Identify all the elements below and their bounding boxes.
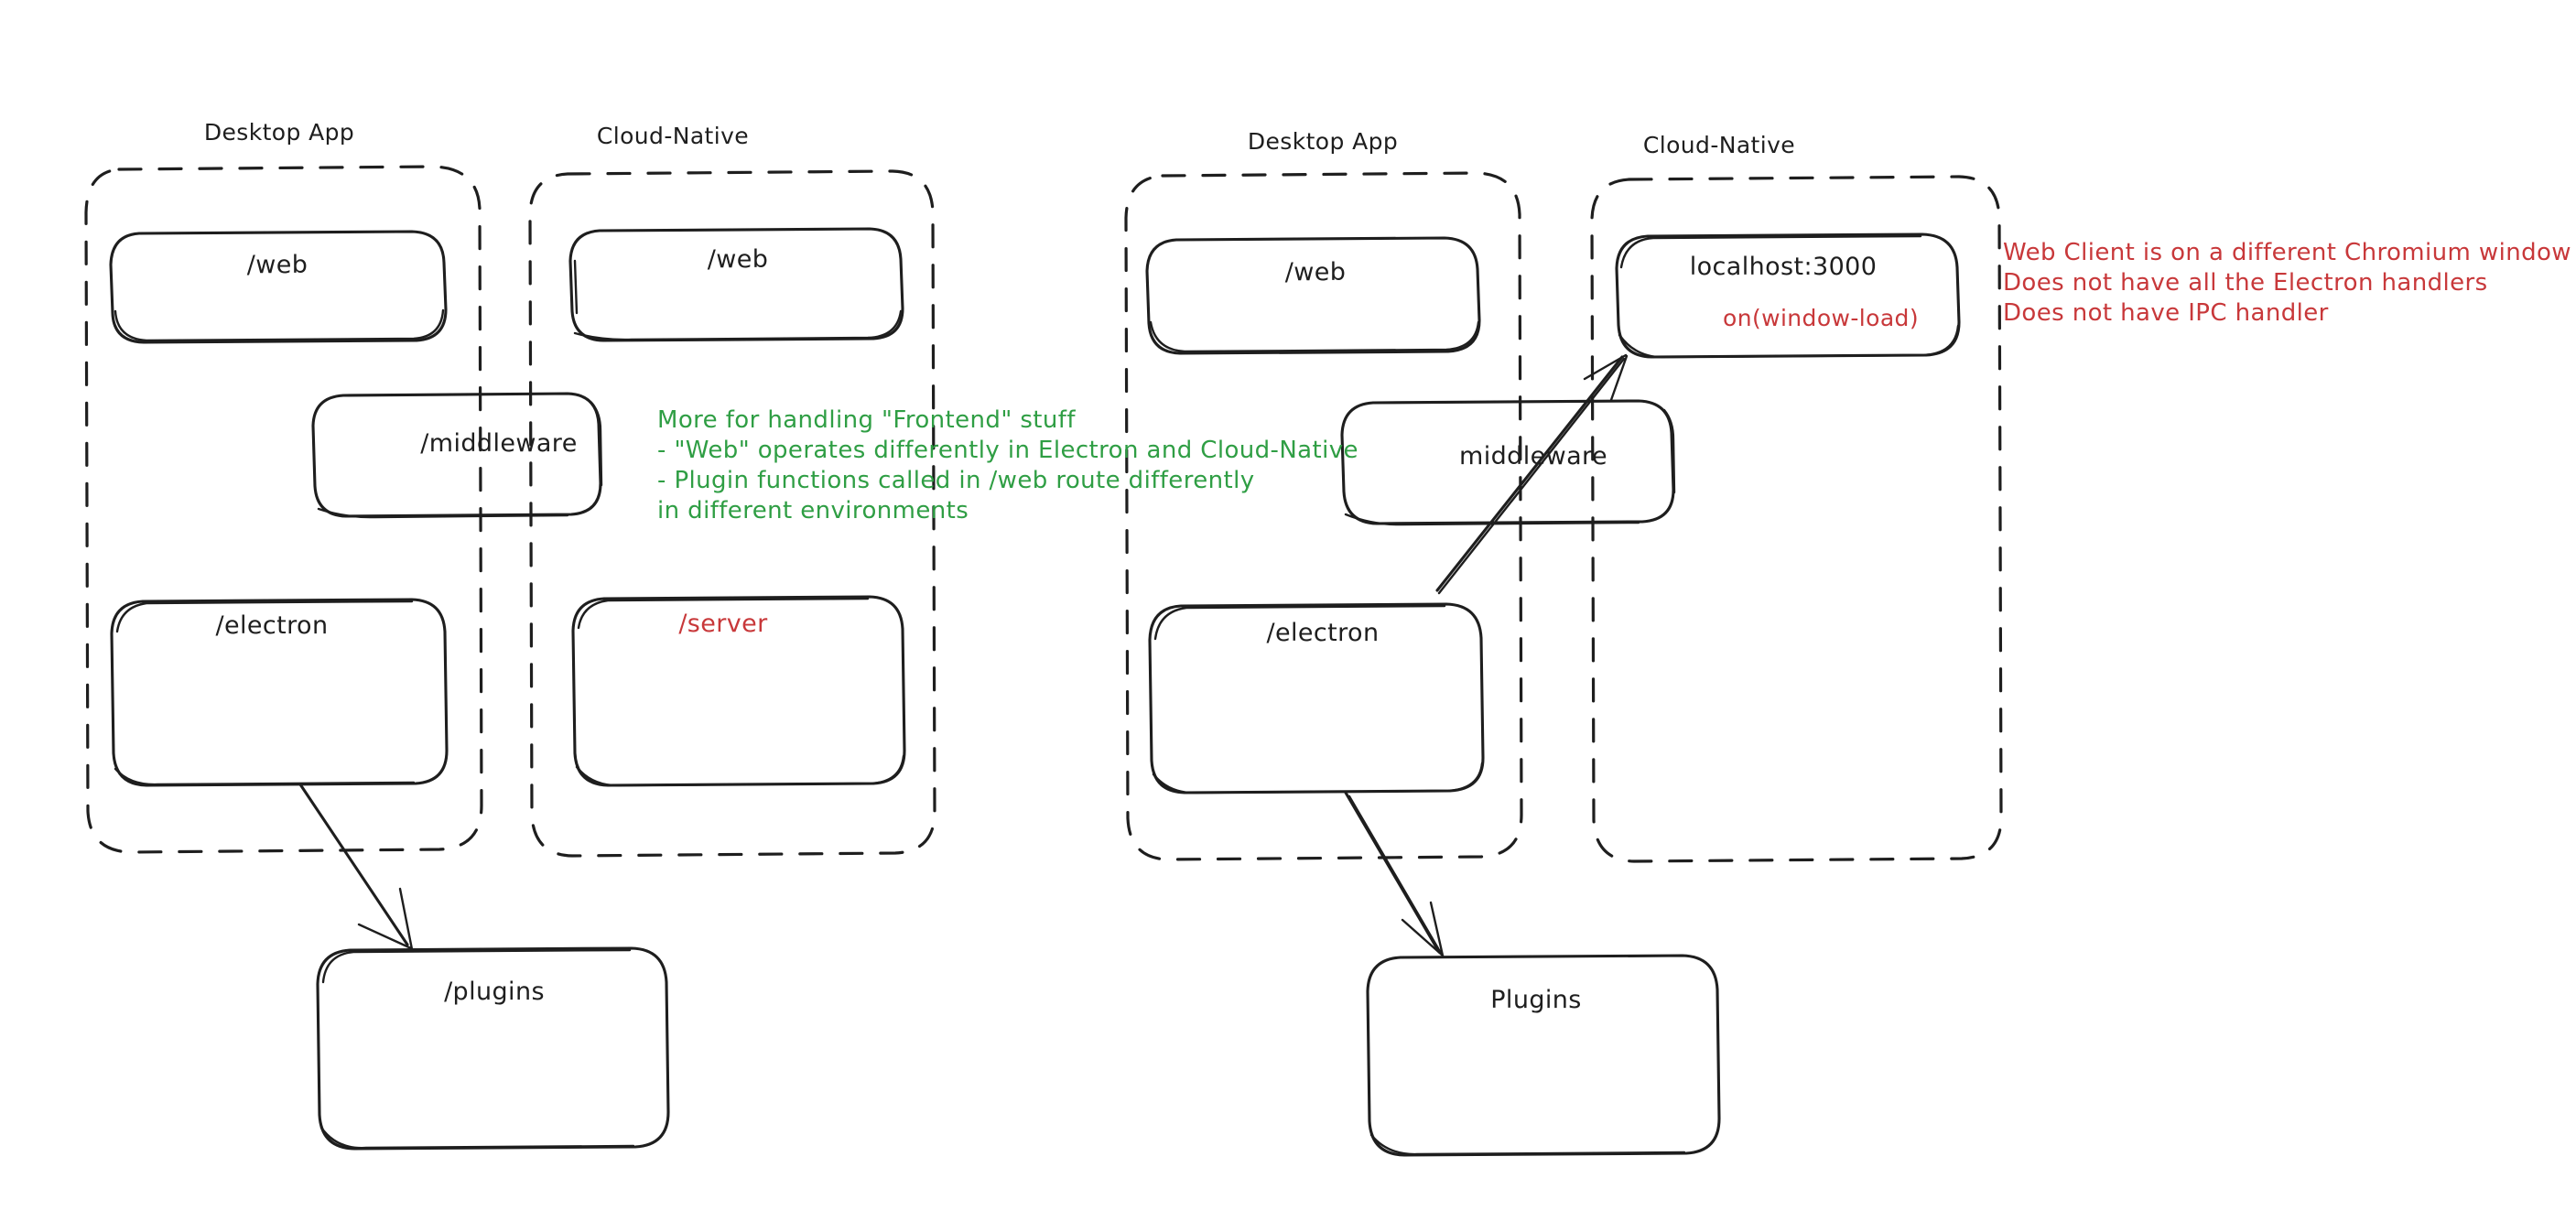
group-left-cloud-native [528, 169, 936, 858]
node-label-left-server: /server [678, 610, 768, 638]
group-title-right-cloud-native: Cloud-Native [1642, 132, 1796, 158]
node-left-server [571, 595, 906, 787]
node-right-middleware [1340, 399, 1676, 526]
group-title-left-desktop-app: Desktop App [203, 119, 355, 146]
node-label-left-middleware: /middleware [420, 429, 578, 458]
node-label-right-plugins: Plugins [1490, 986, 1582, 1014]
annotation-red-web-client-note: Web Client is on a different Chromium wi… [2003, 239, 2571, 327]
node-label-left-desktop-web: /web [246, 251, 308, 279]
node-left-cloud-web [568, 227, 904, 342]
node-label-left-electron: /electron [215, 611, 329, 640]
node-sublabel-right-localhost-on-window-load: on(window-load) [1723, 305, 1919, 331]
node-label-right-localhost: localhost:3000 [1689, 253, 1878, 281]
node-label-right-electron: /electron [1266, 619, 1380, 647]
node-left-middleware [311, 392, 603, 519]
node-label-left-cloud-web: /web [707, 245, 769, 274]
node-left-electron [110, 598, 449, 787]
group-title-right-desktop-app: Desktop App [1247, 128, 1399, 155]
group-left-desktop-app [84, 165, 483, 854]
edge-right-electron-to-plugins [1344, 791, 1445, 957]
node-right-localhost [1615, 232, 1961, 359]
node-right-plugins [1366, 954, 1721, 1157]
node-left-desktop-web [109, 230, 448, 344]
node-right-desktop-web [1145, 236, 1481, 355]
node-label-right-middleware: middleware [1459, 442, 1607, 470]
node-label-right-desktop-web: /web [1284, 258, 1347, 286]
edge-left-electron-to-plugins [298, 783, 414, 951]
group-title-left-cloud-native: Cloud-Native [596, 123, 750, 149]
node-left-plugins [316, 946, 670, 1151]
edge-right-electron-to-localhost [1435, 353, 1629, 595]
node-label-left-plugins: /plugins [444, 978, 545, 1006]
group-right-cloud-native [1590, 175, 2003, 863]
annotation-green-frontend-note: More for handling "Frontend" stuff - "We… [657, 406, 1358, 524]
node-right-electron [1148, 602, 1485, 794]
group-right-desktop-app [1124, 171, 1523, 861]
